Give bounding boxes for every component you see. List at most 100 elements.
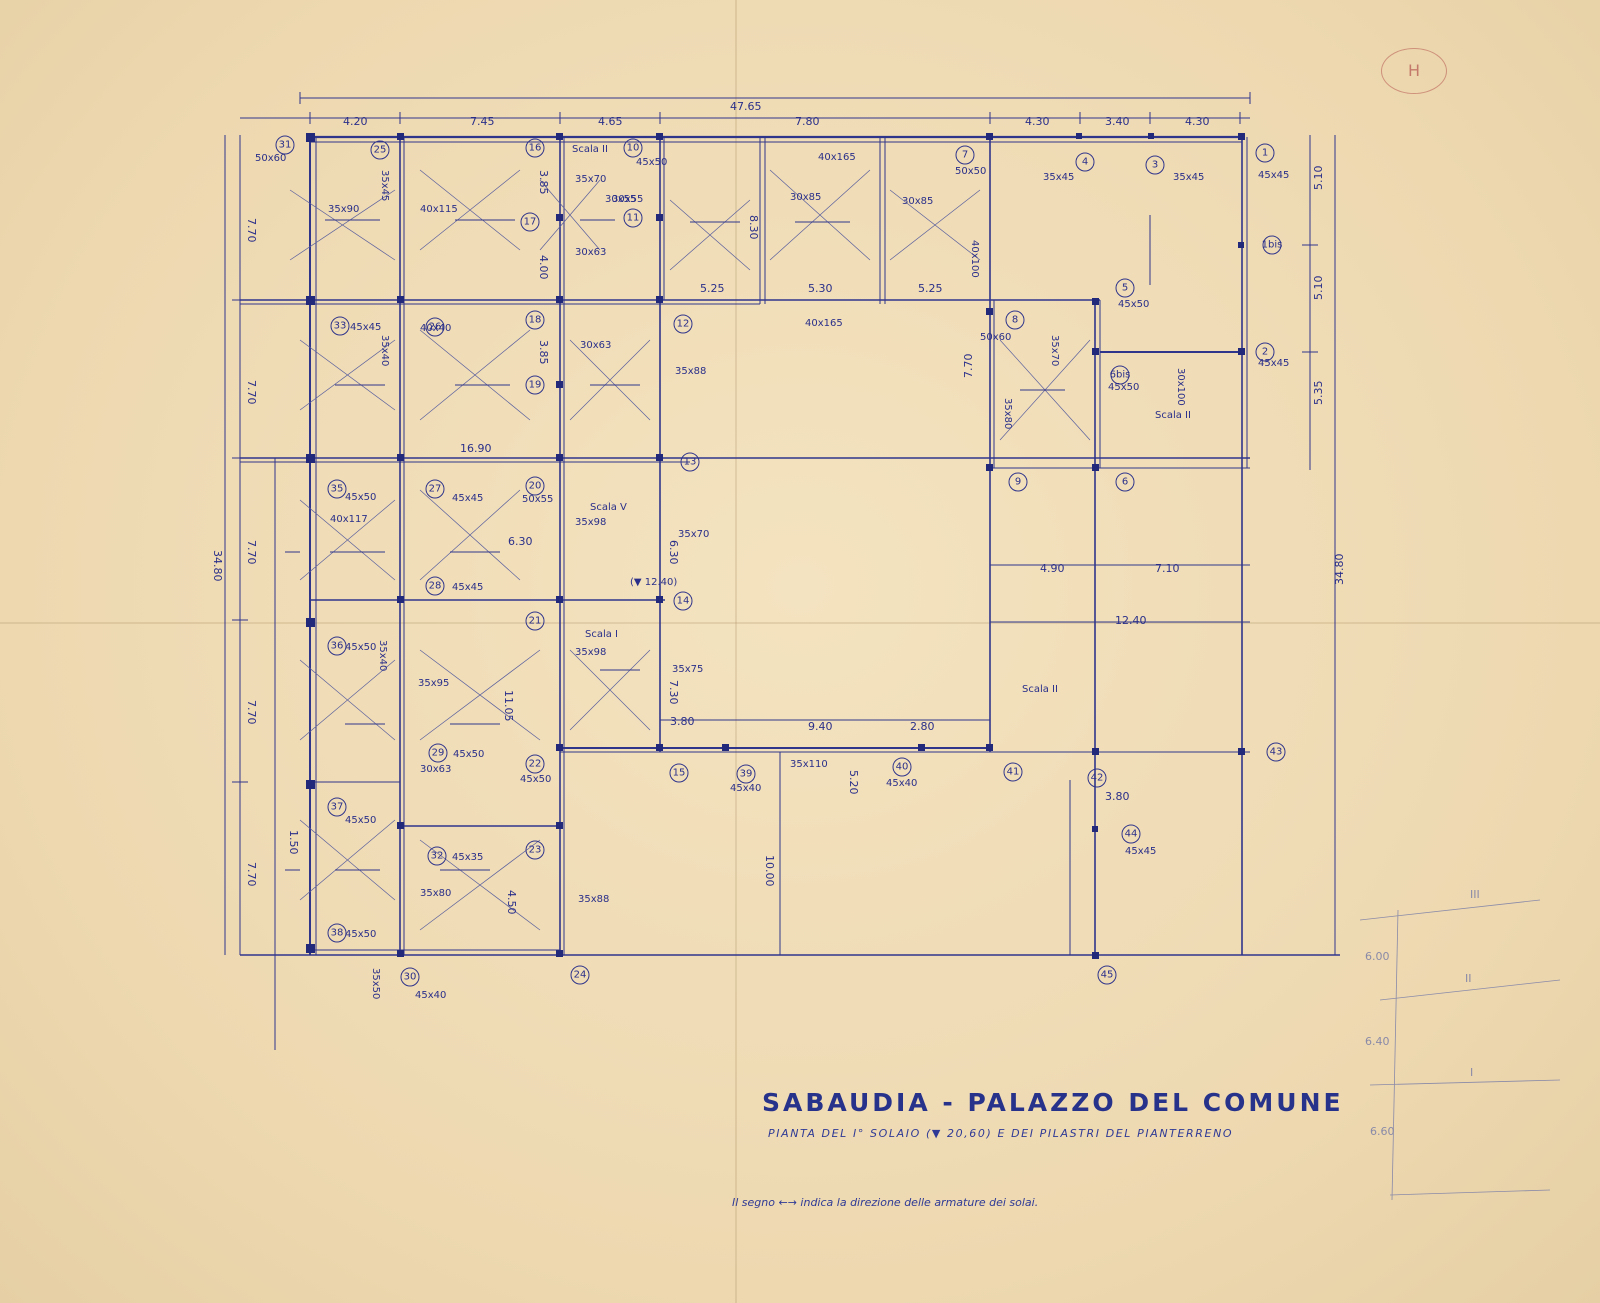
pillar-circle-32 [427, 846, 447, 866]
pillar-circle-28 [425, 576, 445, 596]
beam-label-13: 35x70 [678, 529, 709, 540]
pillar-circle-33 [330, 316, 350, 336]
pillar-size-40: 45x40 [886, 778, 917, 789]
pillar-size-32: 45x35 [452, 852, 483, 863]
inner-dim-1: 5.25 [700, 282, 725, 295]
stair-label-4: Scala V [590, 502, 627, 513]
sketch-height-3: 6.60 [1370, 1125, 1395, 1138]
pillar-circle-2 [1255, 342, 1275, 362]
inner-dim-2: 5.30 [808, 282, 833, 295]
pillar-number-6: 6 [1122, 477, 1128, 488]
double-arrow-icon: ←→ [778, 1196, 797, 1209]
pillar-size-28: 45x45 [452, 582, 483, 593]
pillar-circle-18 [525, 310, 545, 330]
pillar-number-23: 23 [529, 845, 542, 856]
inner-dim-7: 3.85 [537, 340, 550, 365]
pillar-size-5: 45x50 [1118, 299, 1149, 310]
inner-dim-9: 6.30 [667, 540, 680, 565]
pillar-size-20: 50x55 [522, 494, 553, 505]
inner-dim-14: 2.80 [910, 720, 935, 733]
overall-height-right-text: 34.80 [1333, 554, 1346, 586]
pillar-size-8: 50x60 [980, 332, 1011, 343]
inner-dim-10: 11.05 [502, 690, 515, 722]
pillar-number-6bis: 6bis [1110, 370, 1131, 381]
pillar-size-38: 45x50 [345, 929, 376, 940]
top-dim-5: 4.30 [1025, 115, 1050, 128]
pillar-size-26: 40x40 [420, 323, 451, 334]
pillar-circle-13 [680, 452, 700, 472]
inner-dim-19: 10.00 [763, 855, 776, 887]
pillar-number-28: 28 [429, 581, 442, 592]
pillar-circle-43 [1266, 742, 1286, 762]
pillar-number-45: 45 [1101, 970, 1114, 981]
pillar-circle-3 [1145, 155, 1165, 175]
pillar-circle-10 [623, 138, 643, 158]
paper-fold-vertical [735, 0, 737, 1303]
pillar-number-26: 26 [429, 322, 442, 333]
pillar-circle-1 [1255, 143, 1275, 163]
legend-text: indica la direzione delle armature dei s… [800, 1196, 1039, 1209]
sheet-reference-mark: H [1381, 48, 1447, 94]
pillar-number-5: 5 [1122, 283, 1128, 294]
pillar-number-16: 16 [529, 143, 542, 154]
pillar-number-4: 4 [1082, 157, 1088, 168]
beam-label-23: 35x40 [379, 335, 390, 366]
beam-label-6: 30x85 [902, 196, 933, 207]
pillar-size-33: 45x45 [350, 322, 381, 333]
pillar-circle-24 [570, 965, 590, 985]
left-dim-2: 7.70 [245, 380, 258, 405]
beam-label-27: 35x50 [370, 968, 381, 999]
inner-dim-21: 6.30 [508, 535, 533, 548]
beam-label-26: 35x40 [377, 640, 388, 671]
pillar-size-35: 45x50 [345, 492, 376, 503]
beam-label-15: 35x88 [675, 366, 706, 377]
beam-label-1: 35x70 [575, 174, 606, 185]
pillar-circle-22 [525, 754, 545, 774]
beam-label-7: 40x165 [818, 152, 856, 163]
pillar-circle-5 [1115, 278, 1135, 298]
pillar-number-30: 30 [404, 972, 417, 983]
sketch-height-1: 6.00 [1365, 950, 1390, 963]
pillar-size-4: 35x45 [1043, 172, 1074, 183]
sketch-height-2: 6.40 [1365, 1035, 1390, 1048]
inner-dim-18: 3.80 [1105, 790, 1130, 803]
inner-dim-12: 3.80 [670, 715, 695, 728]
pillar-circle-15 [669, 763, 689, 783]
left-dim-5: 7.70 [245, 862, 258, 887]
pillar-circle-40 [892, 757, 912, 777]
pillar-size-1: 45x45 [1258, 170, 1289, 181]
elevation-mark: (▼ 12.40) [630, 577, 677, 588]
inner-dim-13: 9.40 [808, 720, 833, 733]
pillar-circle-4 [1075, 152, 1095, 172]
right-dim-1: 5.10 [1312, 166, 1325, 191]
pillar-circle-25 [370, 140, 390, 160]
pillar-circle-37 [327, 797, 347, 817]
pillar-circle-38 [327, 923, 347, 943]
pillar-circle-9 [1008, 472, 1028, 492]
beam-label-10: 30x63 [575, 247, 606, 258]
pillar-number-24: 24 [574, 970, 587, 981]
pillar-number-19: 19 [529, 380, 542, 391]
pillar-number-9: 9 [1015, 477, 1021, 488]
pillar-circle-26 [425, 317, 445, 337]
beam-label-21: 30x63 [420, 764, 451, 775]
drawing-title: SABAUDIA - PALAZZO DEL COMUNE [762, 1088, 1344, 1117]
pillar-number-33: 33 [334, 321, 347, 332]
title-block: SABAUDIA - PALAZZO DEL COMUNE PIANTA DEL… [762, 1088, 1344, 1140]
pillar-number-36: 36 [331, 641, 344, 652]
pillar-circle-17 [520, 212, 540, 232]
right-dim-3: 5.35 [1312, 381, 1325, 406]
beam-label-4: 40x115 [420, 204, 458, 215]
top-dim-3: 4.65 [598, 115, 623, 128]
inner-dim-8: 16.90 [460, 442, 492, 455]
pillar-circle-12 [673, 314, 693, 334]
beam-label-22: 35x45 [379, 170, 390, 201]
pillar-number-1bis: 1bis [1262, 240, 1283, 251]
pillar-size-22: 45x50 [520, 774, 551, 785]
pillar-size-2: 45x45 [1258, 358, 1289, 369]
pillar-size-27: 45x45 [452, 493, 483, 504]
overall-width-text: 47.65 [730, 100, 762, 113]
pillar-size-7: 50x50 [955, 166, 986, 177]
pillar-number-35: 35 [331, 484, 344, 495]
pillar-circle-8 [1005, 310, 1025, 330]
